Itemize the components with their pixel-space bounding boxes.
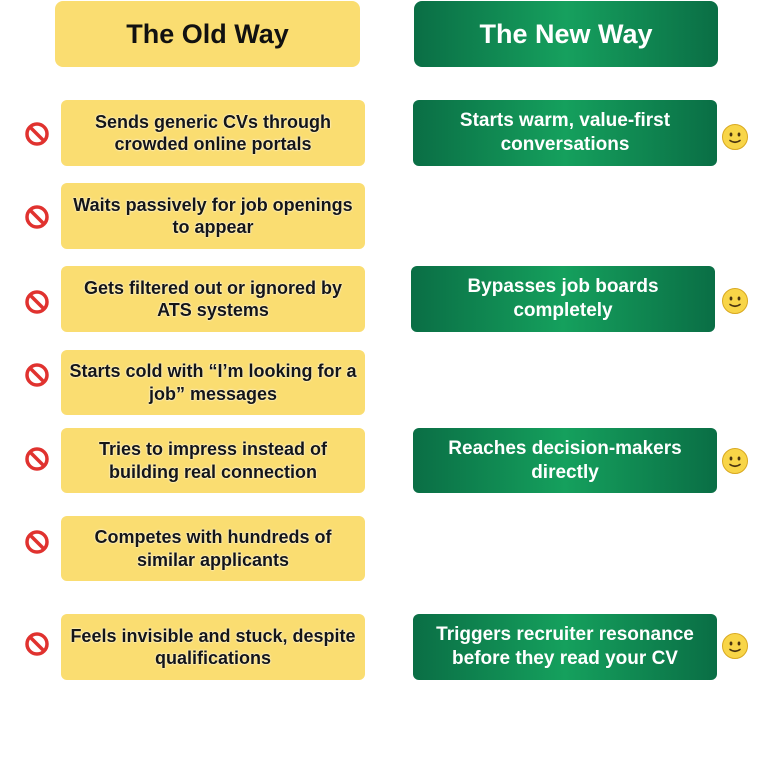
old-way-item: Competes with hundreds of similar applic… <box>61 516 365 581</box>
prohibited-icon <box>25 447 49 471</box>
old-way-item: Sends generic CVs through crowded online… <box>61 100 365 166</box>
new-way-item: Triggers recruiter resonance before they… <box>413 614 717 680</box>
old-way-item: Starts cold with “I’m looking for a job”… <box>61 350 365 415</box>
new-way-item: Starts warm, value-first conversations <box>413 100 717 166</box>
prohibited-icon <box>25 632 49 656</box>
old-way-item: Feels invisible and stuck, despite quali… <box>61 614 365 680</box>
old-way-header: The Old Way <box>55 1 360 67</box>
prohibited-icon <box>25 363 49 387</box>
new-way-item: Bypasses job boards completely <box>411 266 715 332</box>
slightly-smiling-face-icon <box>722 448 748 474</box>
slightly-smiling-face-icon <box>722 288 748 314</box>
prohibited-icon <box>25 530 49 554</box>
prohibited-icon <box>25 205 49 229</box>
new-way-header: The New Way <box>414 1 718 67</box>
old-way-item: Tries to impress instead of building rea… <box>61 428 365 493</box>
slightly-smiling-face-icon <box>722 124 748 150</box>
new-way-item: Reaches decision-makers directly <box>413 428 717 493</box>
prohibited-icon <box>25 122 49 146</box>
prohibited-icon <box>25 290 49 314</box>
old-way-item: Waits passively for job openings to appe… <box>61 183 365 249</box>
old-way-item: Gets filtered out or ignored by ATS syst… <box>61 266 365 332</box>
slightly-smiling-face-icon <box>722 633 748 659</box>
